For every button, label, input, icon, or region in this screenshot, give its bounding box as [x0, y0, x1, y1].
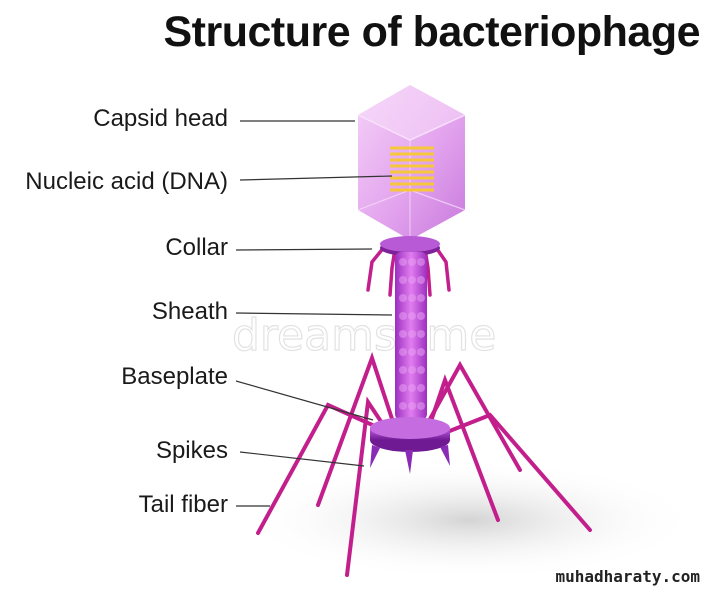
nucleic-acid-dna — [390, 146, 434, 192]
leader-baseplate — [235, 380, 374, 421]
diagram-labels: Capsid head Nucleic acid (DNA) Collar Sh… — [25, 105, 228, 518]
label-tail-fiber: Tail fiber — [139, 491, 228, 518]
capsid-head — [357, 85, 466, 240]
leader-nucleic — [239, 175, 393, 181]
label-nucleic-acid: Nucleic acid (DNA) — [25, 168, 228, 195]
baseplate — [370, 417, 450, 452]
leader-lines — [235, 120, 393, 507]
tail-fibers-back — [316, 351, 522, 522]
diagram-title: Structure of bacteriophage — [163, 8, 700, 56]
ground-shadow — [240, 460, 700, 580]
collar-fibers — [366, 244, 451, 297]
watermark-text: dreamstime — [232, 310, 496, 361]
label-collar: Collar — [165, 234, 228, 261]
label-baseplate: Baseplate — [121, 363, 228, 390]
leader-spikes — [239, 451, 365, 467]
label-sheath: Sheath — [152, 298, 228, 325]
leader-collar — [235, 248, 373, 251]
spikes — [370, 445, 450, 474]
collar — [380, 236, 440, 256]
sheath — [395, 252, 427, 420]
label-capsid-head: Capsid head — [93, 105, 228, 132]
leader-sheath — [235, 312, 393, 316]
label-spikes: Spikes — [156, 437, 228, 464]
site-credit: muhadharaty.com — [556, 567, 701, 586]
